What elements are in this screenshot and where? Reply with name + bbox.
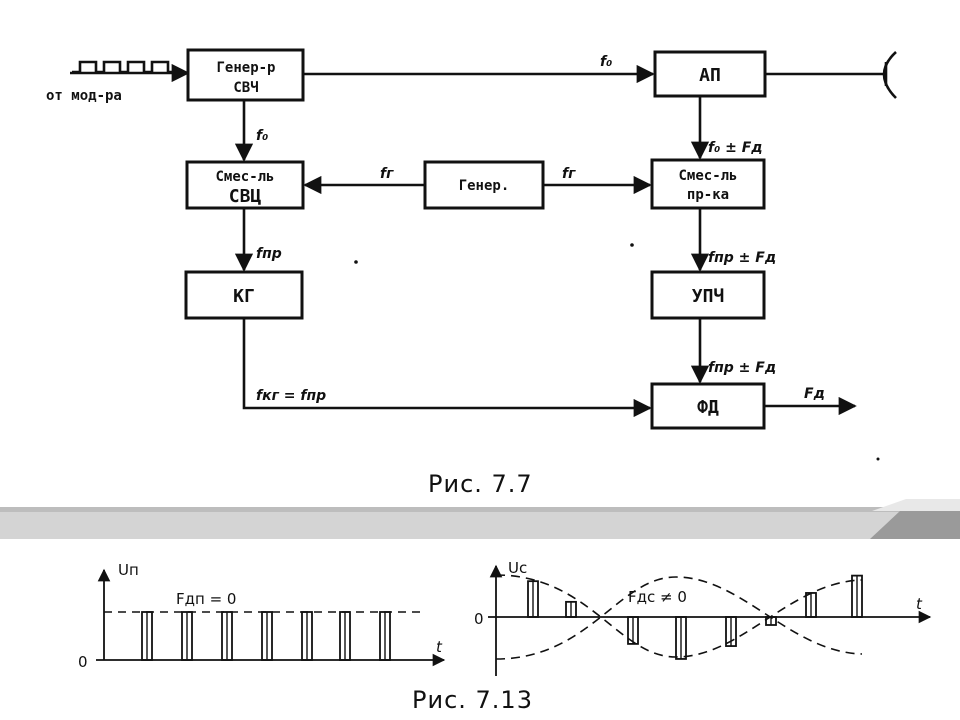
- band-corner-light: [872, 499, 960, 511]
- left-pulse-train: [141, 611, 391, 661]
- left-y-label: Uп: [118, 561, 139, 579]
- block-smes-svch-line2: СВЦ: [229, 186, 262, 207]
- wire-kg-to-fd: [242, 318, 652, 418]
- speck: [354, 260, 358, 264]
- block-diagram: от мод-ра Генер-р СВЧ АП Смес-ль СВЦ Ген…: [46, 48, 897, 498]
- block-fd-label: ФД: [697, 397, 719, 418]
- input-pulse-train: [72, 60, 176, 74]
- block-smes-prm: [650, 158, 766, 210]
- signal-fpr-pm-fd-2: fпр ± Fд: [708, 360, 776, 376]
- signal-fpr-pm-fd-1: fпр ± Fд: [708, 250, 776, 266]
- signal-fg-left: fг: [380, 166, 394, 182]
- block-smes-prm-line1: Смес-ль: [678, 168, 737, 184]
- right-y-label: Uс: [508, 559, 527, 577]
- block-ap-label: АП: [699, 65, 721, 86]
- block-smes-prm-line2: пр-ка: [687, 187, 729, 203]
- left-origin: 0: [78, 653, 88, 671]
- block-upch: [650, 270, 766, 320]
- right-origin: 0: [474, 610, 484, 628]
- block-kg-label: КГ: [233, 286, 255, 307]
- right-envelope-lower: [495, 576, 863, 660]
- speck: [630, 243, 634, 247]
- left-annotation: Fдп = 0: [176, 590, 236, 608]
- block-gen-svch-line2: СВЧ: [233, 80, 258, 96]
- band-corner-dark: [870, 511, 960, 539]
- block-ap: [653, 50, 767, 98]
- band-shadow: [0, 507, 960, 512]
- band-fill: [0, 511, 960, 539]
- right-x-label: t: [916, 595, 923, 613]
- left-x-label: t: [436, 638, 443, 656]
- signal-f0-pm-fd: f₀ ± Fд: [708, 140, 763, 156]
- right-annotation: Fдс ≠ 0: [628, 588, 687, 606]
- caption-fig-7-13: Рис. 7.13: [412, 686, 533, 714]
- input-label: от мод-ра: [46, 88, 122, 104]
- block-smes-svch-line1: Смес-ль: [215, 169, 274, 185]
- signal-f0-left: f₀: [256, 128, 268, 144]
- right-pulse-train: [527, 574, 863, 660]
- signal-fd-out: Fд: [804, 386, 825, 402]
- waveform-figure: Uп Fдп = 0 0 t Uс Fдс ≠ 0 0 t Рис. 7.13: [78, 559, 932, 714]
- signal-fg-right: fг: [562, 166, 576, 182]
- signal-fkg-eq-fpr: fкг = fпр: [256, 388, 326, 404]
- signal-f0-top: f₀: [600, 54, 612, 70]
- block-kg: [184, 270, 304, 320]
- speck: [876, 457, 880, 461]
- caption-fig-7-7: Рис. 7.7: [428, 470, 533, 498]
- slide-divider-band: [0, 499, 960, 539]
- block-upch-label: УПЧ: [692, 286, 725, 307]
- block-gen-svch-line1: Генер-р: [216, 60, 275, 76]
- block-gener-label: Генер.: [459, 178, 510, 194]
- signal-fpr: fпр: [256, 246, 282, 262]
- antenna-icon: [882, 51, 897, 99]
